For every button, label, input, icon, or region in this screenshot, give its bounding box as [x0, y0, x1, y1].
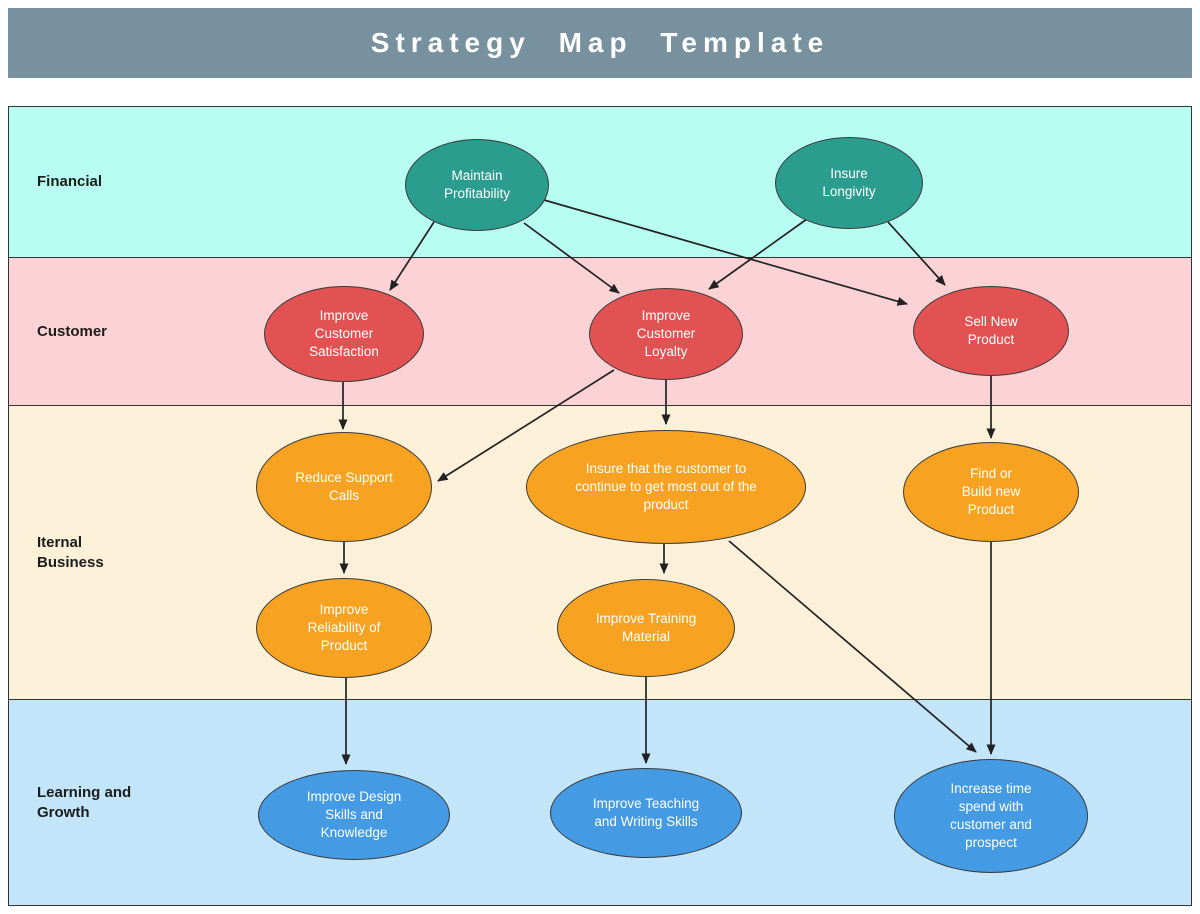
band-label-learning-growth: Learning and Growth: [37, 783, 132, 821]
band-label-financial: Financial: [37, 172, 103, 190]
node-find-or-build-new-product: Find or Build new Product: [903, 442, 1079, 542]
node-improve-customer-satisfaction: Improve Customer Satisfaction: [264, 286, 424, 382]
node-improve-reliability-of-product: Improve Reliability of Product: [256, 578, 432, 678]
node-insure-customer-gets-most: Insure that the customer to continue to …: [526, 430, 806, 544]
node-improve-teaching-writing: Improve Teaching and Writing Skills: [550, 768, 742, 858]
node-improve-design-skills: Improve Design Skills and Knowledge: [258, 770, 450, 860]
node-improve-customer-loyalty: Improve Customer Loyalty: [589, 288, 743, 380]
band-label-customer: Customer: [37, 322, 108, 340]
node-increase-time-customer: Increase time spend with customer and pr…: [894, 759, 1088, 873]
node-sell-new-product: Sell New Product: [913, 286, 1069, 376]
node-reduce-support-calls: Reduce Support Calls: [256, 432, 432, 542]
band-label-internal-business: Iternal Business: [37, 533, 104, 571]
page-title: Strategy Map Template: [370, 27, 830, 58]
title-bar: Strategy Map Template: [8, 8, 1192, 78]
band-financial: Financial: [9, 107, 1191, 258]
node-improve-training-material: Improve Training Material: [557, 579, 735, 677]
node-insure-longivity: Insure Longivity: [775, 137, 923, 229]
node-maintain-profitability: Maintain Profitability: [405, 139, 549, 231]
strategy-map-diagram: Financial Customer Iternal Business Lear…: [8, 106, 1192, 906]
